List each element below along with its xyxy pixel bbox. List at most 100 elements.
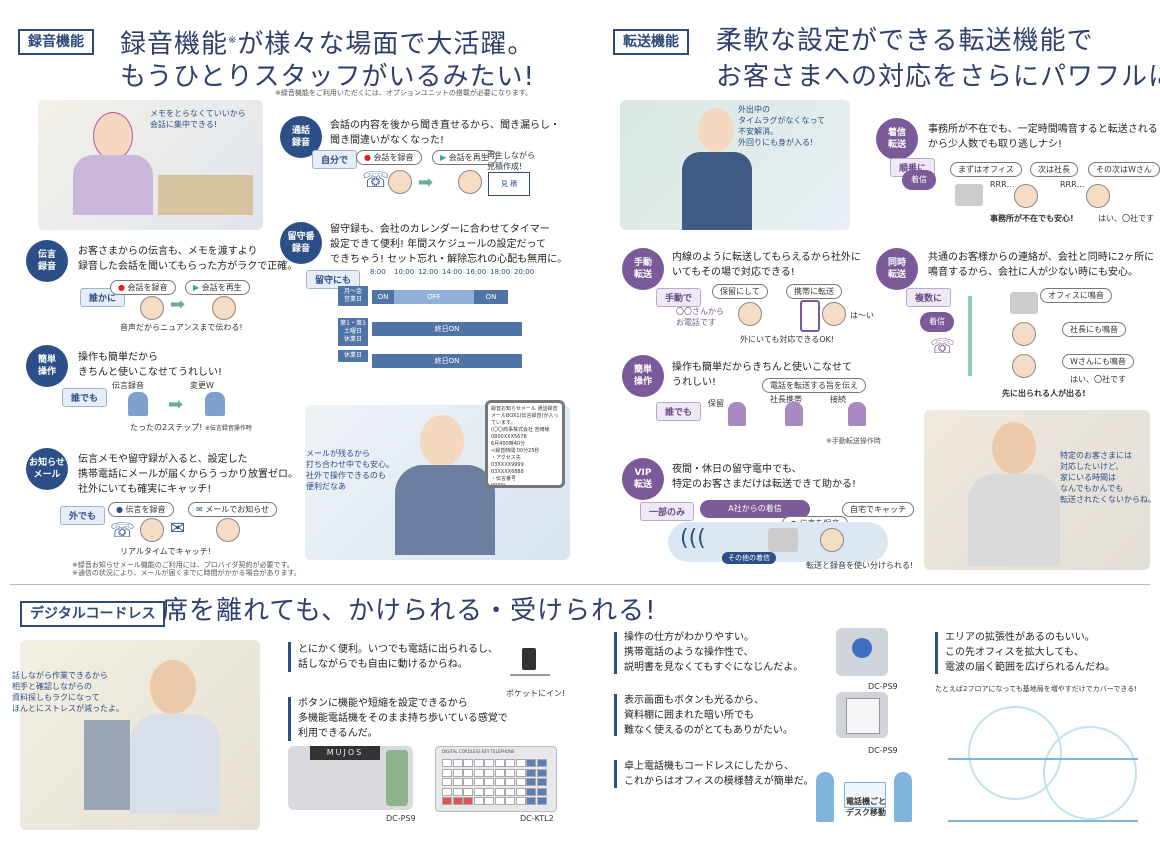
pill-sonotsugi-w: その次はWさん bbox=[1088, 162, 1160, 177]
pill-tsugi-shachou: 次は社長 bbox=[1030, 162, 1078, 177]
timer-tick: 16:00 bbox=[466, 268, 487, 276]
dig-p1: とにかく便利。いつでも電話に出られるし、 話しながらでも自由に動けるからね。 bbox=[298, 644, 498, 670]
rusuban-desc: 留守録も、会社のカレンダーに合わせてタイマー 設定できて便利! 年間スケジュール… bbox=[330, 224, 568, 265]
desk-icon bbox=[844, 782, 886, 808]
douji-chakushin: 着信 bbox=[920, 312, 954, 332]
laptop-screen: 見 積 bbox=[488, 172, 530, 196]
arrow-right-icon: ➡ bbox=[418, 172, 434, 193]
arrow-right-icon: ➡ bbox=[168, 394, 184, 415]
pill-kaiwa-saisei-2: ▶ 会話を再生 bbox=[432, 150, 497, 165]
nav-key bbox=[852, 638, 872, 658]
other-calls-label: その他の着信 bbox=[722, 552, 776, 564]
chip-jibunde: 自分で bbox=[312, 150, 358, 169]
ktl-key bbox=[484, 787, 494, 796]
ktl-key bbox=[494, 778, 505, 786]
face-icon bbox=[212, 296, 236, 320]
older-man-face bbox=[992, 422, 1036, 474]
label-setsuzoku: 接続 bbox=[830, 395, 846, 404]
rec-headline-2: もうひとりスタッフがいるみたい! bbox=[120, 62, 535, 92]
label-dengon-rokuon: 伝言録音 bbox=[112, 381, 144, 390]
ktl-key bbox=[442, 797, 452, 805]
timer-tick: 12:00 bbox=[418, 268, 439, 276]
tsuwa-desc: 会話の内容を後から聞き直せるから、聞き漏らし・ 聞き間違いがなくなった! bbox=[330, 120, 560, 146]
ktl-key bbox=[442, 778, 452, 786]
cordless-bubble: 話しながら作業できるから 相手と確認しながらの 資料探しもラクになって ほんとに… bbox=[12, 671, 124, 713]
ktl-key bbox=[515, 759, 526, 767]
rec-headline-1: 録音機能※が様々な場面で大活躍。 bbox=[120, 29, 535, 60]
ktl-key bbox=[494, 787, 505, 796]
ktl-key bbox=[484, 778, 494, 786]
cordless-man-body bbox=[130, 714, 220, 814]
chakushin-label: 着信 bbox=[902, 170, 936, 190]
floor-line bbox=[948, 820, 1138, 822]
chip-daredemo-fwd: 誰でも bbox=[656, 402, 702, 421]
green-key bbox=[386, 750, 408, 806]
floor-coverage-diagram bbox=[948, 698, 1143, 823]
pill-office-meion: オフィスに鳴音 bbox=[1040, 288, 1112, 303]
face-icon bbox=[1086, 184, 1110, 208]
vip-caption: 転送と録音を使い分けられる! bbox=[806, 561, 914, 570]
finger-icon bbox=[785, 402, 803, 426]
ktl-key bbox=[484, 797, 494, 805]
timer-row-label: 第1・第3 土曜日 休業日 bbox=[338, 318, 368, 346]
ktl-key bbox=[442, 787, 452, 796]
badge-vip-tensou: VIP 転送 bbox=[622, 458, 664, 500]
face-icon bbox=[1012, 322, 1036, 346]
dig-q3: 卓上電話機もコードレスにしたから、 これからはオフィスの模様替えが簡単だ。 bbox=[624, 761, 814, 787]
manual-caption: 外にいても対応できるOK! bbox=[740, 335, 834, 344]
ring-caption: 事務所が不在でも安心! bbox=[990, 214, 1074, 223]
ktl-key bbox=[526, 797, 536, 805]
dengon-caption: 音声だからニュアンスまで伝わる! bbox=[120, 323, 243, 332]
ktl-key bbox=[505, 768, 515, 777]
ktl-key bbox=[536, 768, 547, 777]
ktl-key bbox=[494, 768, 505, 777]
dig-p2: ボタンに機能や短縮を設定できるから 多機能電話機をそのまま持ち歩いている感覚で … bbox=[298, 698, 508, 739]
dig-q2: 表示画面もボタンも光るから、 資料棚に囲まれた暗い所でも 難なく使えるのがとても… bbox=[624, 695, 793, 736]
face-icon bbox=[1012, 354, 1036, 378]
phone-icon: ☏ bbox=[110, 518, 136, 542]
ktl-key bbox=[515, 797, 526, 805]
ktl-key bbox=[473, 759, 484, 767]
ktl-key bbox=[494, 759, 505, 767]
pill-kaiwa-rokuon-2: ● 会話を録音 bbox=[356, 150, 422, 165]
dig-r1: エリアの拡張性があるのもいい。 この先オフィスを拡大しても、 電波の届く範囲を広… bbox=[945, 632, 1115, 673]
face-icon bbox=[458, 170, 482, 194]
dig-q1: 操作の仕方がわかりやすい。 携帯電話のような操作性で、 説明書を見なくてもすぐに… bbox=[624, 632, 804, 673]
badge-chakushin-tensou: 着信 転送 bbox=[876, 118, 918, 160]
timer-bar: ON bbox=[372, 290, 394, 304]
ktl-key bbox=[536, 787, 547, 796]
ktl-key bbox=[463, 778, 473, 786]
fwd-headline-2: お客さまへの対応をさらにパワフルに! bbox=[716, 62, 1160, 92]
kantan-caption: たったの2ステップ! ※伝言録音操作時 bbox=[130, 423, 252, 432]
ktl-key bbox=[452, 787, 463, 796]
timer-bar: 終日ON bbox=[372, 322, 522, 336]
manual-side-note: 〇〇さんから お電話です bbox=[676, 307, 724, 327]
phone-icon: ☏ bbox=[930, 334, 956, 358]
footnote-2: ※通信の状況により、メールが届くまでに時間がかかる場合があります。 bbox=[72, 569, 301, 577]
face-icon bbox=[140, 296, 164, 320]
phone-screen: 録音お知らせメール 通話録音 メールBOX1(伝言録音)が入っています。 (〇〇… bbox=[485, 400, 565, 488]
ktl-key bbox=[505, 778, 515, 786]
coverage-circle bbox=[1043, 726, 1137, 820]
ktl-key bbox=[536, 778, 547, 786]
chip-ichibu: 一部のみ bbox=[640, 502, 695, 521]
oshirase-caption: リアルタイムでキャッチ! bbox=[120, 547, 211, 556]
filing-cabinet bbox=[84, 720, 130, 810]
finger-icon bbox=[728, 402, 746, 426]
desk bbox=[158, 175, 253, 215]
pill-kaiwa-rokuon-1: ● 会話を録音 bbox=[110, 280, 176, 295]
ktl-key bbox=[526, 778, 536, 786]
older-man-bubble: 特定のお客さまには 対応したいけど、 家にいる時間は なんでもかんでも 転送され… bbox=[1060, 451, 1156, 504]
model-dc-ps9-a: DC-PS9 bbox=[386, 814, 416, 823]
ktl-key bbox=[463, 759, 473, 767]
chip-fukusu: 複数に bbox=[906, 288, 952, 307]
easy-caption: ※手動転送操作時 bbox=[826, 437, 881, 445]
ktl-key bbox=[526, 787, 536, 796]
pill-mazuha-office: まずはオフィス bbox=[950, 162, 1022, 177]
badge-rusuban-rokuon: 留守番 録音 bbox=[280, 222, 322, 264]
douji-desc: 共通のお客様からの連絡が、会社と同時に2ヶ所に 鳴音するから、会社に人が少ない時… bbox=[928, 252, 1155, 278]
handset-icon bbox=[522, 648, 536, 670]
rrr-1: RRR… bbox=[990, 180, 1015, 189]
chip-rusunimo: 留守にも bbox=[306, 270, 361, 289]
